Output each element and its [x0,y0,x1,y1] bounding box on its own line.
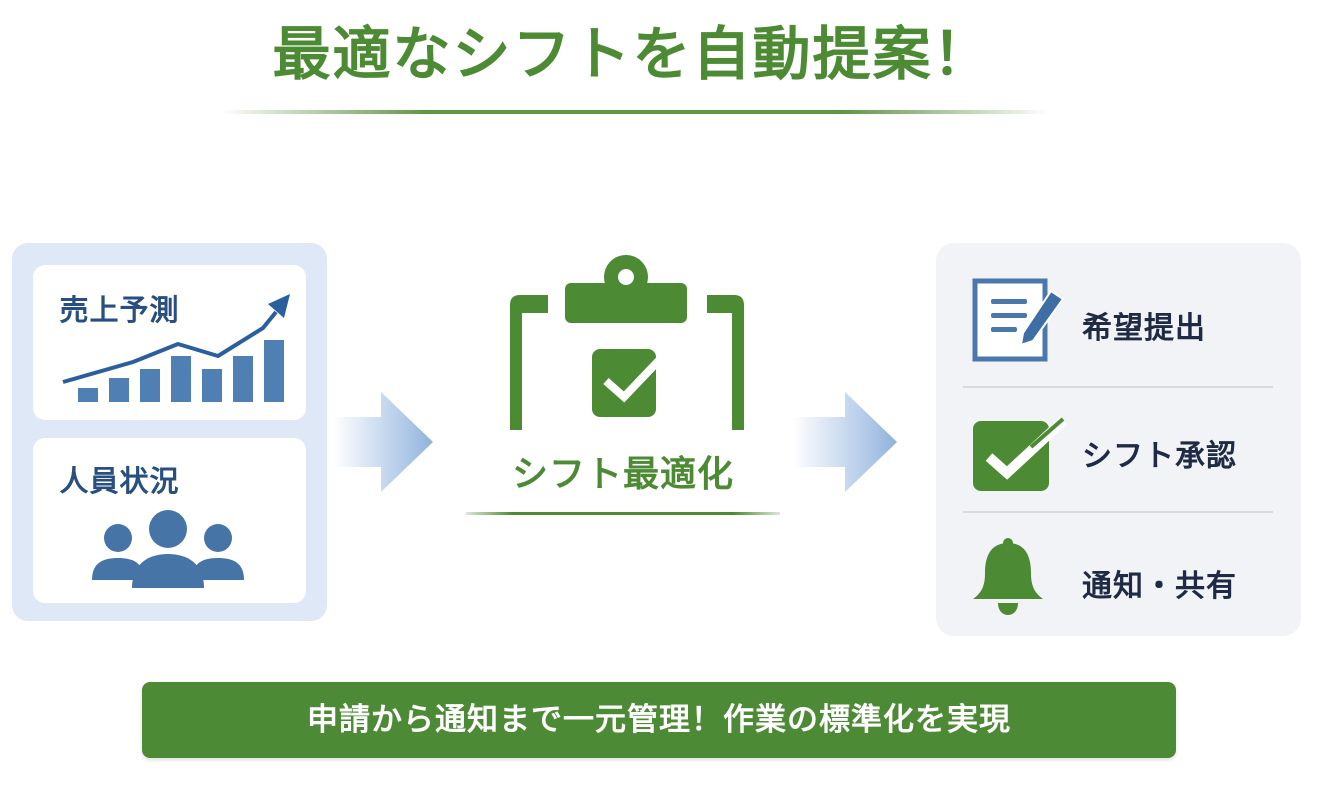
page-title: 最適なシフトを自動提案！ [272,20,993,88]
footer-text: 申請から通知まで一元管理！作業の標準化を実現 [307,702,1011,738]
bell-icon [973,538,1043,615]
footer-banner: 申請から通知まで一元管理！作業の標準化を実現 [142,682,1176,758]
divider [963,386,1273,388]
arrow-right-icon [793,392,897,492]
step-label: 希望提出 [1082,311,1206,346]
process-label: シフト最適化 [511,454,734,495]
sales-forecast-card: 売上予測 [33,265,306,420]
divider [963,511,1273,513]
title-underline [220,110,1050,114]
sales-forecast-label: 売上予測 [59,293,180,327]
step-request-submission: 希望提出 [936,263,1301,373]
step-notify-share: 通知・共有 [936,523,1301,633]
people-group-icon [92,510,244,588]
staff-status-label: 人員状況 [59,464,180,498]
outputs-panel: 希望提出 シフト承認 通知・共有 [936,243,1301,636]
document-pencil-icon [972,278,1065,362]
checkbox-icon [973,417,1067,491]
rising-bar-chart-icon [62,294,290,402]
staff-status-card: 人員状況 [33,438,306,603]
step-label: 通知・共有 [1082,569,1237,604]
step-label: シフト承認 [1082,439,1237,474]
inputs-panel: 売上予測 人員状況 [12,243,327,621]
arrow-right-icon [333,392,433,492]
clipboard-check-icon [510,255,744,430]
process-underline [466,512,780,515]
step-shift-approval: シフト承認 [936,393,1301,503]
